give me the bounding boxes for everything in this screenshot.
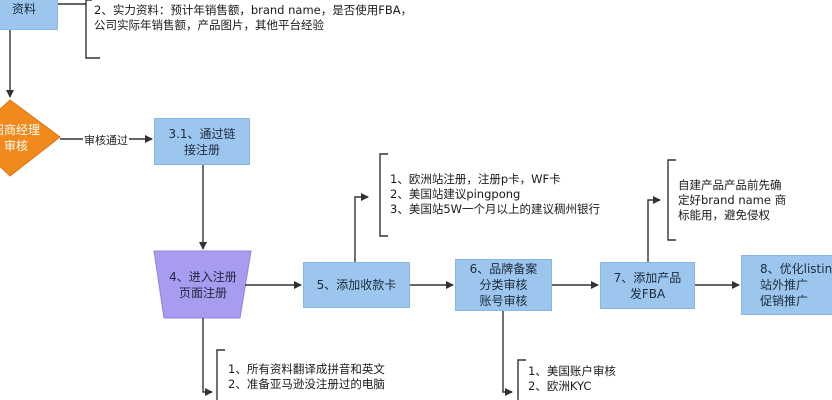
connector-6-to-audit-note	[502, 311, 513, 396]
step-7-box: 7、添加产品 发FBA	[600, 262, 695, 309]
top-note-bracket	[85, 0, 100, 59]
brand-note: 自建产品产品前先确 定好brand name 商 标能用，避免侵权	[678, 178, 787, 222]
audit-note-bracket	[517, 359, 526, 400]
step-5-box: 5、添加收款卡	[303, 262, 410, 308]
payment-note: 1、欧洲站注册，注册p卡，WF卡 2、美国站建议pingpong 3、美国站5W…	[390, 172, 601, 216]
step-6-box: 6、品牌备案 分类审核 账号审核	[455, 259, 552, 311]
top-left-box: 资料	[0, 0, 58, 30]
step-4-label: 4、进入注册 页面注册	[169, 270, 237, 300]
step-3-1-box: 3.1、通过链 接注册	[154, 118, 250, 165]
connector-7-to-brand-note	[647, 196, 661, 262]
top-note: 2、实力资料：预计年销售额，brand name，是否使用FBA， 公司实际年销…	[94, 3, 413, 32]
decision-pass-label: 审核通过	[83, 132, 129, 148]
decision-diamond	[0, 99, 61, 177]
step-4-trapezoid	[153, 250, 252, 319]
step-8-box: 8、优化listin 站外推广 促销推广	[741, 255, 832, 315]
decision-label: 招商经理 审核	[0, 123, 40, 153]
register-note-bracket	[216, 349, 225, 400]
audit-note: 1、美国账户审核 2、欧洲KYC	[528, 364, 616, 393]
register-note: 1、所有资料翻译成拼音和英文 2、准备亚马逊没注册过的电脑	[228, 362, 385, 391]
payment-note-bracket	[379, 153, 388, 237]
connector-4-to-register-note	[202, 318, 213, 396]
connector-5-to-payment-note	[354, 193, 369, 262]
brand-note-bracket	[667, 159, 676, 241]
